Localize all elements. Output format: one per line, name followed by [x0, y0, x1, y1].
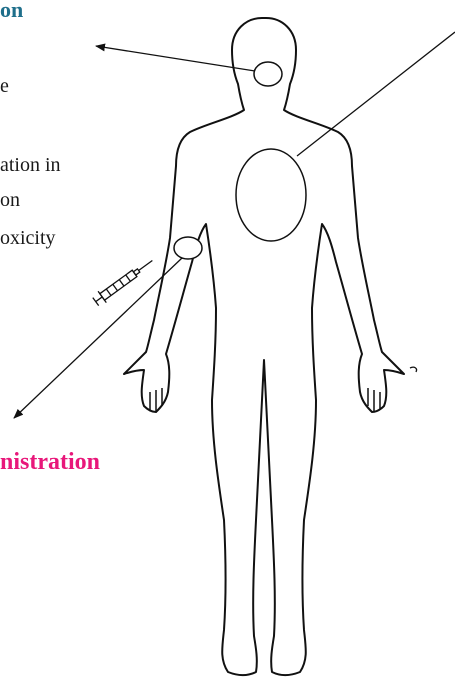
right-hand-mark [410, 367, 417, 372]
chest-pointer-line [297, 32, 455, 156]
human-figure-outline [124, 18, 404, 675]
syringe-icon [92, 255, 157, 307]
injection-route-arrow [14, 258, 182, 418]
arm-injection-site-marker [174, 237, 202, 259]
chest-region-marker [236, 149, 306, 241]
mouth-region-marker [254, 62, 282, 86]
